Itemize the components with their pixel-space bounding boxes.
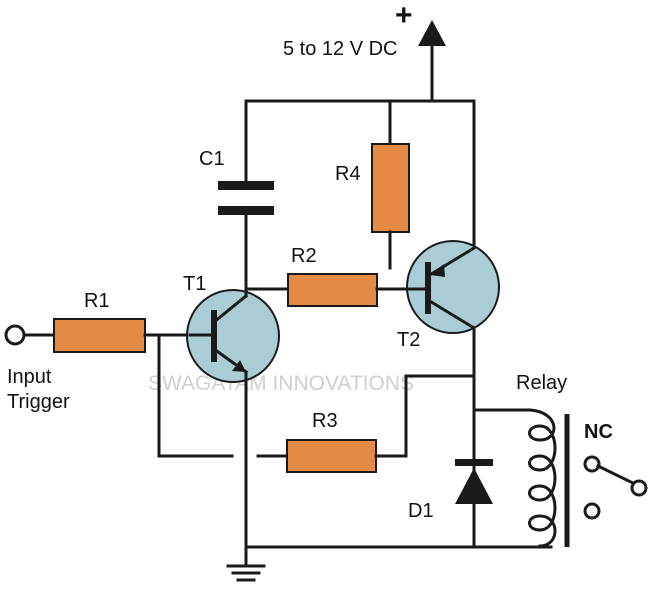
diode-d1 <box>455 459 493 504</box>
input-terminal <box>4 324 26 346</box>
relay-label: Relay <box>516 372 567 394</box>
r2-label: R2 <box>291 245 317 267</box>
supply-arrow <box>418 20 446 102</box>
resistor-r4 <box>371 143 410 233</box>
plus-sign: + <box>395 0 413 32</box>
resistor-r1 <box>53 318 146 353</box>
transistor-t1 <box>186 287 280 383</box>
t1-label: T1 <box>183 273 206 295</box>
t2-label: T2 <box>397 329 420 351</box>
capacitor-c1 <box>218 181 274 215</box>
resistor-r2 <box>287 273 378 307</box>
relay-coil <box>472 408 570 548</box>
nc-label: NC <box>584 421 613 443</box>
relay-switch <box>583 455 648 520</box>
trigger-label: Trigger <box>7 391 70 413</box>
d1-label: D1 <box>408 500 434 522</box>
supply-voltage-label: 5 to 12 V DC <box>283 38 398 60</box>
input-label: Input <box>7 366 52 388</box>
r4-label: R4 <box>335 163 361 185</box>
c1-label: C1 <box>199 148 225 170</box>
transistor-t2 <box>404 240 500 336</box>
watermark: SWAGATAM INNOVATIONS <box>148 372 414 395</box>
r3-label: R3 <box>312 410 338 432</box>
r1-label: R1 <box>84 290 110 312</box>
resistor-r3 <box>286 439 377 473</box>
ground-icon <box>226 564 266 582</box>
